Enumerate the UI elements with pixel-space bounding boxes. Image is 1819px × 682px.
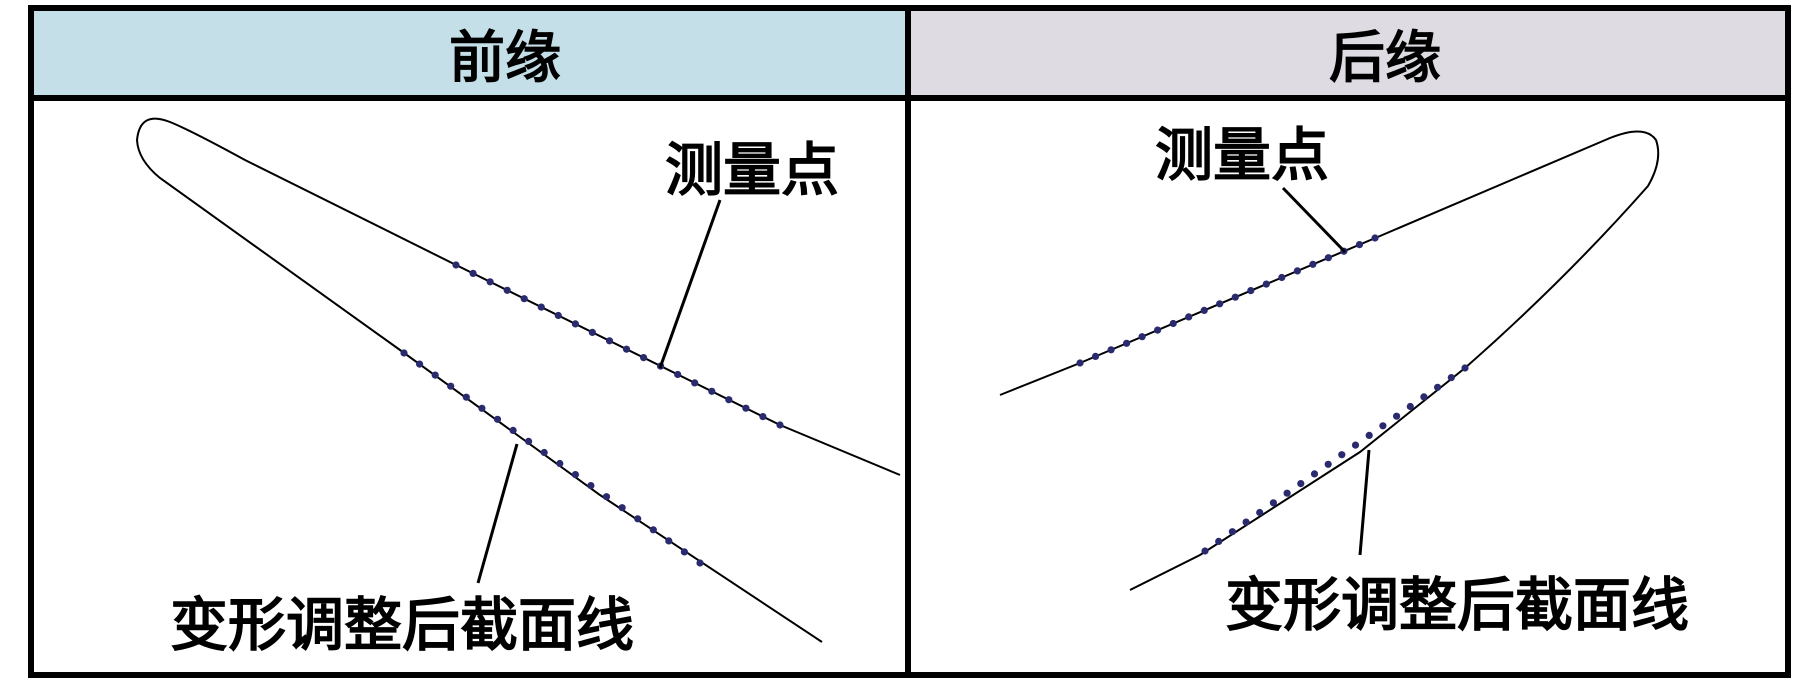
measure-point [571,320,580,328]
measure-point [493,415,502,423]
measure-point [759,413,767,421]
measure-point [708,387,716,395]
trailing-edge-lower-measure-points [1201,364,1469,555]
measure-point [1247,287,1255,295]
trailing-edge-upper-measure-points [1076,234,1379,367]
leading-edge-lower-measure-points [400,349,704,567]
measure-point [1461,364,1469,372]
measure-point [1201,547,1209,555]
measure-point [1076,359,1084,367]
measure-point [452,261,460,269]
measure-point [503,286,511,294]
measure-point [1310,470,1319,478]
measure-point [1297,480,1305,488]
measure-point [469,269,477,277]
right-header-background [908,8,1788,98]
left-section-line-leader [476,443,519,584]
measure-point [1309,260,1317,268]
measure-point [1228,528,1236,536]
measure-point [1169,319,1177,328]
measure-point [588,328,597,336]
measure-point [1283,489,1291,497]
measure-point [1434,383,1442,391]
measure-point [1154,326,1162,334]
measure-point [1371,234,1379,242]
measure-point [1231,293,1239,301]
measure-point [725,396,733,404]
measure-point [447,382,455,390]
left-measure-point-leader [658,199,722,369]
measure-point [622,345,631,353]
right-section-line-label: 变形调整后截面线 [1225,571,1689,639]
measure-point [634,515,642,523]
measure-point [1185,313,1193,321]
measure-point [1355,241,1364,249]
measure-point [1324,460,1332,468]
measure-point [1393,412,1401,420]
measure-point [605,337,614,345]
measure-point [776,421,784,429]
measure-point [478,404,486,412]
measure-point [1107,346,1115,354]
measure-point [1269,499,1277,507]
measure-point [1420,393,1428,401]
measure-point [1091,352,1100,360]
right-measure-point-leader [1281,186,1347,254]
measure-point [1262,280,1270,288]
measure-point [665,537,673,545]
measure-point [618,504,626,512]
measure-point [587,482,595,490]
measure-point [431,371,439,379]
measure-point [571,471,580,479]
measure-point [509,426,517,434]
measure-point [540,448,548,457]
measure-point [520,295,528,303]
measure-point [1447,374,1455,382]
measure-point [696,559,704,567]
right-section-line-leader [1358,449,1371,556]
measure-point [1256,508,1264,517]
left-header-background [31,8,908,98]
left-section-line-label: 变形调整后截面线 [170,591,634,659]
measure-point [1123,339,1131,347]
measure-point [556,459,564,468]
measure-point [680,548,689,556]
measure-point [1338,451,1346,459]
measure-point [649,526,657,534]
measure-point [1215,537,1223,546]
measure-point [1351,441,1360,449]
measure-point [640,354,648,362]
measure-point [1200,306,1208,314]
measure-point [537,303,545,311]
measure-point [554,311,562,320]
measure-point [1138,333,1146,341]
measure-point [1278,273,1286,282]
measure-point [486,278,494,286]
measure-point [1242,518,1250,526]
trailing-edge-section-curve [999,130,1660,591]
leading-edge-section-curve [135,117,901,643]
measure-point [674,370,682,379]
left-panel-title: 前缘 [449,26,561,91]
measure-point [1324,254,1332,262]
measure-point [416,360,424,368]
measure-point [400,349,408,357]
measure-point [462,393,470,401]
left-measure-point-label: 测量点 [665,136,839,204]
measure-point [1406,402,1414,411]
measure-point [691,379,699,387]
leading-edge-upper-measure-points [452,261,784,429]
measure-point [742,404,750,412]
right-measure-point-label: 测量点 [1155,121,1329,189]
measure-point [525,437,533,445]
measure-point [1293,267,1301,275]
measure-point [1365,431,1373,439]
right-panel-title: 后缘 [1329,26,1441,91]
measure-point [602,493,611,501]
measure-point [1216,300,1224,308]
measure-point [1379,422,1387,430]
